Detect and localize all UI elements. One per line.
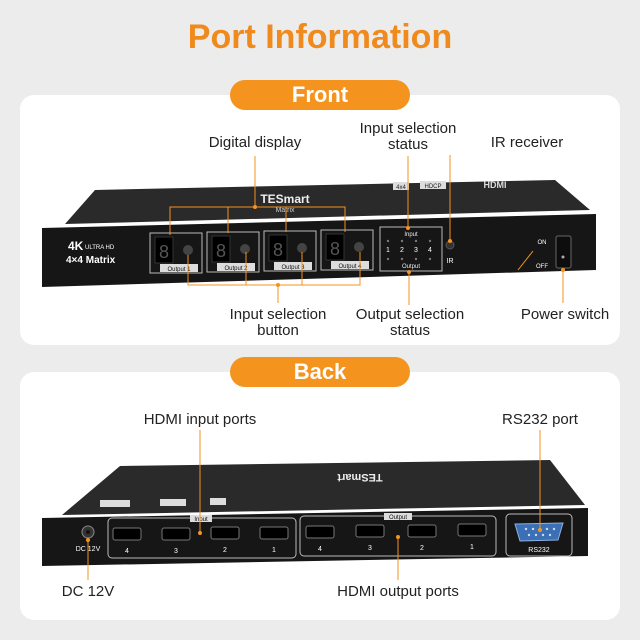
back-device-top xyxy=(62,460,585,515)
output-module-2: 8 Output 2 xyxy=(206,231,260,273)
output-module-1: 8 Output 1 xyxy=(149,232,203,274)
output-label-4: Output 4 xyxy=(338,264,362,270)
front-model-text: Matrix xyxy=(275,207,295,214)
callout-input-selection-status: Input selection status xyxy=(340,121,476,153)
indicator-num-4: 4 xyxy=(428,247,432,254)
svg-text:8: 8 xyxy=(273,240,283,260)
input-port-number-2: 2 xyxy=(223,547,227,554)
switch-on-label: ON xyxy=(538,240,547,246)
callout-digital-display: Digital display xyxy=(208,134,302,151)
input-selection-button-1[interactable] xyxy=(183,245,193,255)
matrix-label: 4×4 Matrix xyxy=(66,255,116,266)
front-callout-dots xyxy=(253,205,565,287)
output-label-1: Output 1 xyxy=(167,267,191,273)
rs232-port[interactable] xyxy=(514,522,564,542)
badge-ultra-hd: ULTRA HD xyxy=(85,245,115,251)
back-top-logo-3 xyxy=(210,498,226,505)
hdmi-input-port-2[interactable] xyxy=(210,526,240,540)
input-selection-button-4[interactable] xyxy=(354,242,364,252)
hdmi-output-port-2[interactable] xyxy=(407,524,437,538)
hdmi-input-port-1[interactable] xyxy=(259,526,289,540)
output-port-number-2: 2 xyxy=(420,545,424,552)
callout-input-selection-status-line2: status xyxy=(387,136,429,153)
callout-input-selection-status-line1: Input selection xyxy=(359,120,457,137)
hdmi-output-port-1[interactable] xyxy=(457,523,487,537)
top-logo-hdcp: HDCP xyxy=(424,184,441,190)
hdmi-output-port-4[interactable] xyxy=(305,525,335,539)
output-group-label: Output xyxy=(389,515,407,521)
rs232-device-label: RS232 xyxy=(528,547,550,554)
hdmi-output-ports xyxy=(305,523,487,539)
output-port-number-4: 4 xyxy=(318,546,322,553)
callout-dc-12v: DC 12V xyxy=(61,583,115,600)
indicator-num-1: 1 xyxy=(386,247,390,254)
back-top-logo-2 xyxy=(160,499,186,506)
callout-output-selection-status-line1: Output selection xyxy=(355,306,465,323)
front-brand-text: TESmart xyxy=(260,192,309,206)
input-selection-button-3[interactable] xyxy=(297,243,307,253)
switch-off-label: OFF xyxy=(536,264,548,270)
power-switch[interactable] xyxy=(555,235,572,269)
back-section-label: Back xyxy=(230,357,410,387)
back-top-logo-1 xyxy=(100,500,130,507)
rs232-pins xyxy=(524,527,556,537)
hdmi-input-port-3[interactable] xyxy=(161,527,191,541)
callout-input-selection-button: Input selection button xyxy=(214,307,342,339)
output-module-4: 8 Output 4 xyxy=(320,229,374,271)
badge-4k: 4K xyxy=(68,239,84,253)
indicator-num-2: 2 xyxy=(400,247,404,254)
svg-text:8: 8 xyxy=(216,241,226,261)
input-port-number-4: 4 xyxy=(125,548,129,555)
top-logo-hdmi: HDMI xyxy=(484,180,507,190)
input-output-indicators: Input 1 2 3 4 Output xyxy=(379,226,443,272)
callout-power-switch: Power switch xyxy=(520,306,610,323)
output-label-3: Output 3 xyxy=(281,265,305,271)
front-callout-lines xyxy=(169,155,564,305)
hdmi-output-port-3[interactable] xyxy=(355,524,385,538)
indicator-input-label: Input xyxy=(404,232,418,238)
input-group-label: Input xyxy=(194,517,208,523)
output-port-number-3: 3 xyxy=(368,545,372,552)
rs232-frame xyxy=(505,513,573,557)
callout-output-selection-status: Output selection status xyxy=(344,307,476,339)
svg-text:8: 8 xyxy=(159,242,169,262)
input-group-tag xyxy=(190,515,212,522)
input-selection-button-2[interactable] xyxy=(240,244,250,254)
back-top-brand: TESmart xyxy=(337,471,383,483)
front-section-label: Front xyxy=(230,80,410,110)
input-port-number-1: 1 xyxy=(272,547,276,554)
ir-label: IR xyxy=(447,258,454,265)
callout-hdmi-input-ports: HDMI input ports xyxy=(143,411,257,428)
indicator-num-3: 3 xyxy=(414,247,418,254)
front-device-top xyxy=(65,180,590,224)
output-label-2: Output 2 xyxy=(224,266,248,272)
hdmi-input-port-4[interactable] xyxy=(112,527,142,541)
top-logo-matrix: 4x4 xyxy=(396,185,406,191)
callout-hdmi-output-ports: HDMI output ports xyxy=(337,583,459,600)
page-title: Port Information xyxy=(187,18,453,56)
callout-ir-receiver: IR receiver xyxy=(490,134,564,151)
hdmi-input-ports xyxy=(112,526,289,541)
indicator-output-label: Output xyxy=(402,264,420,270)
svg-text:8: 8 xyxy=(330,239,340,259)
callout-rs232-port: RS232 port xyxy=(502,411,578,428)
output-module-3: 8 Output 3 xyxy=(263,230,317,272)
back-callout-lines xyxy=(87,430,541,580)
callout-output-selection-status-line2: status xyxy=(389,322,431,339)
back-callout-dots xyxy=(86,528,542,542)
front-top-logos: 4x4 HDCP HDMI xyxy=(393,180,507,191)
input-port-number-3: 3 xyxy=(174,548,178,555)
output-group-tag xyxy=(384,513,412,520)
dc-jack-pin xyxy=(86,530,90,534)
output-port-number-1: 1 xyxy=(470,544,474,551)
callout-input-selection-button-line1: Input selection xyxy=(229,306,327,323)
callout-input-selection-button-line2: button xyxy=(257,322,299,339)
power-switch-dot xyxy=(561,255,565,259)
